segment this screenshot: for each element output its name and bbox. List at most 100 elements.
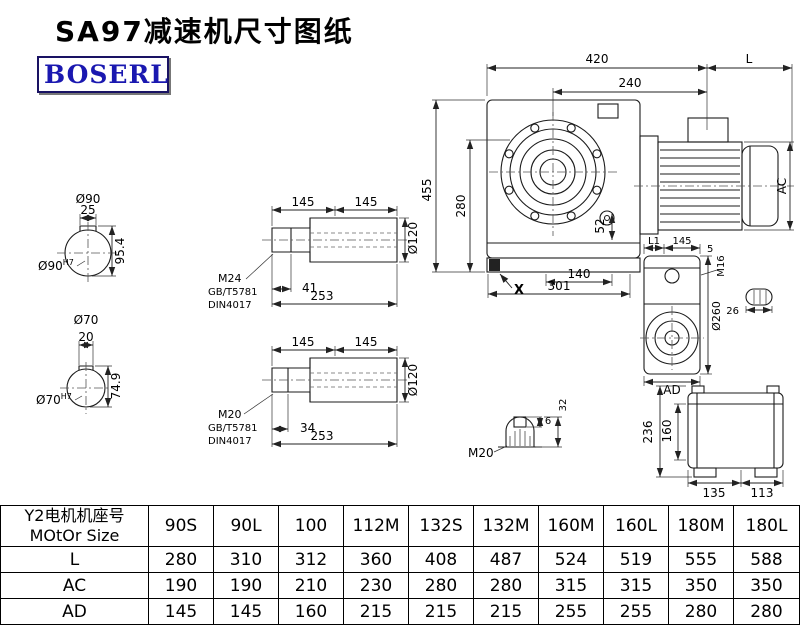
dim-145a-top-label: 145 [292,195,315,209]
column-header-90L: 90L [213,505,279,547]
column-header-132M: 132M [473,505,539,547]
dim-145-side-label: 145 [672,236,691,247]
column-header-100: 100 [278,505,344,547]
table-cell: 310 [213,546,279,573]
table-cell: 255 [603,598,669,625]
standard-gb-bottom-label: GB/T5781 [208,423,258,434]
dia-120-top-label: Ø120 [406,222,420,254]
dim-74-9-label: 74.9 [109,373,123,400]
table-cell: 360 [343,546,409,573]
table-cell: 408 [408,546,474,573]
dim-95-4-label: 95.4 [113,238,127,265]
dim-113-label: 113 [751,486,774,500]
table-cell: 315 [538,572,604,599]
table-cell: 190 [148,572,214,599]
dim-41-label: 41 [302,281,317,295]
dim-236-label: 236 [641,421,655,444]
dim-280-label: 280 [454,195,468,218]
table-corner-line2: MOtOr Size [29,526,120,545]
dim-240-label: 240 [619,76,642,90]
thread-m24-label: M24 [218,272,242,285]
detail-x-label: X [514,283,524,298]
thread-m20-label: M20 [218,408,242,421]
column-header-160M: 160M [538,505,604,547]
table-cell: 215 [343,598,409,625]
shaft-end-view: M20 6 32 [468,399,569,460]
dim-253-top-label: 253 [311,289,334,303]
column-header-180M: 180M [668,505,734,547]
dim-253-bottom-label: 253 [311,429,334,443]
row-label-AC: AC [0,572,149,599]
gearbox-main-view [486,99,794,273]
column-header-112M: 112M [343,505,409,547]
table-row-L: L 280 310 312 360 408 487 524 519 555 58… [0,546,800,573]
table-cell: 280 [148,546,214,573]
dim-5-label: 5 [707,244,713,255]
standard-gb-top-label: GB/T5781 [208,287,258,298]
dim-135-label: 135 [703,486,726,500]
shaft-end-keyway [513,416,527,428]
dim-32-label: 32 [558,399,569,412]
bore-90-tolerance-label: Ø90H7 [38,258,74,273]
table-cell: 350 [668,572,734,599]
thread-m20-end-label: M20 [468,446,494,460]
main-view-dimensions: 420 L 240 455 280 AC 52 140 301 X [420,52,794,298]
table-corner-cell: Y2电机机座号 MOtOr Size [0,505,149,547]
rear-foot-left [693,467,717,478]
brand-logo: BOSERL [37,56,169,93]
standard-din-bottom-label: DIN4017 [208,436,252,447]
dim-145b-top-label: 145 [355,195,378,209]
table-cell: 588 [733,546,800,573]
dim-455-label: 455 [420,179,434,202]
dia-70-label: Ø70 [74,313,99,327]
table-cell: 215 [473,598,539,625]
dimension-drawing: 420 L 240 455 280 AC 52 140 301 X [36,52,794,500]
bore-section-70: 20 Ø70 74.9 Ø70H7 [36,313,123,414]
table-cell: 315 [603,572,669,599]
side-view-body [643,255,701,375]
table-cell: 280 [473,572,539,599]
gearbox-side-view: L1 145 5 M16 Ø260 26 AD [640,236,773,397]
column-header-180L: 180L [733,505,800,547]
dim-140-label: 140 [568,267,591,281]
rear-view-body [687,392,784,469]
motor-flange-bell [639,135,659,235]
thread-m16-label: M16 [716,255,727,276]
dim-160-label: 160 [660,420,674,443]
table-header-row: Y2电机机座号 MOtOr Size 90S 90L 100 112M 132S… [0,505,800,547]
table-cell: 280 [408,572,474,599]
dia-260-label: Ø260 [710,301,723,331]
hollow-shaft-view-bottom: 145 145 Ø120 M20 GB/T5781 DIN4017 34 253 [208,335,420,448]
page-title: SA97减速机尺寸图纸 [55,15,354,48]
standard-din-top-label: DIN4017 [208,300,252,311]
table-cell: 524 [538,546,604,573]
rear-foot-right [754,467,778,478]
dim-AD-label: AD [663,383,680,397]
dim-52-label: 52 [593,218,607,233]
hollow-shaft-view-top: 145 145 Ø120 M24 GB/T5781 DIN4017 41 253 [208,195,420,311]
dim-25-label: 25 [80,203,95,217]
row-label-AD: AD [0,598,149,625]
column-header-90S: 90S [148,505,214,547]
table-cell: 312 [278,546,344,573]
table-cell: 210 [278,572,344,599]
dim-301-label: 301 [548,279,571,293]
table-cell: 350 [733,572,800,599]
dim-L1-label: L1 [648,236,660,247]
bore-section-90: 25 Ø90 95.4 Ø90H7 [38,192,127,284]
column-header-132S: 132S [408,505,474,547]
table-row-AC: AC 190 190 210 230 280 280 315 315 350 3… [0,572,800,599]
table-cell: 487 [473,546,539,573]
row-label-L: L [0,546,149,573]
table-cell: 145 [213,598,279,625]
dim-26-label: 26 [726,306,739,317]
motor-size-table: Y2电机机座号 MOtOr Size 90S 90L 100 112M 132S… [0,505,800,625]
table-cell: 230 [343,572,409,599]
dim-AC-label: AC [775,178,789,194]
rear-view: 236 160 135 113 [641,385,784,500]
dim-420-label: 420 [586,52,609,66]
table-cell: 190 [213,572,279,599]
column-header-160L: 160L [603,505,669,547]
table-corner-line1: Y2电机机座号 [24,506,125,526]
dim-34-label: 34 [300,421,315,435]
